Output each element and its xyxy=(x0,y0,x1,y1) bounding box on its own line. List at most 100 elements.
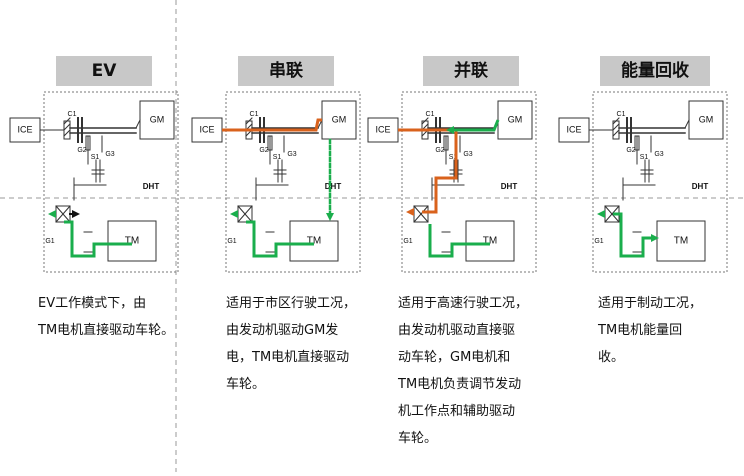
wheel-arrow-left xyxy=(230,210,238,218)
tm-label: TM xyxy=(674,236,688,247)
tm-drive-path xyxy=(246,220,314,258)
panel-title-series: 串联 xyxy=(238,56,334,86)
gm-assist-path xyxy=(452,119,500,132)
gm-label: GM xyxy=(508,114,523,124)
gm-label: GM xyxy=(332,114,347,124)
panel-desc-series: 适用于市区行驶工况， 由发动机驱动GM发 电，TM电机直接驱动 车轮。 xyxy=(226,290,356,398)
gm-box xyxy=(321,100,357,140)
damper-hatch xyxy=(63,129,71,137)
damper-hatch xyxy=(63,117,71,125)
desc-line: EV工作模式下，由 xyxy=(38,296,147,311)
panel-desc-regen: 适用于制动工况， TM电机能量回 收。 xyxy=(598,290,702,371)
diff-hatch xyxy=(55,205,71,223)
ice-label: ICE xyxy=(566,124,581,134)
desc-line: 适用于高速行驶工况， xyxy=(398,296,529,311)
diff-hatch xyxy=(237,205,253,223)
wheel-arrow-left xyxy=(597,210,605,218)
engine-to-gm-path xyxy=(222,118,322,132)
tm-label: TM xyxy=(125,236,139,247)
gm-label: GM xyxy=(699,114,714,124)
g1-label: G1 xyxy=(227,238,236,245)
damper-hatch xyxy=(421,117,429,125)
dht-boundary xyxy=(43,91,179,273)
regen-arrow xyxy=(651,234,659,242)
gm-box xyxy=(139,100,175,140)
desc-line: 由发动机驱动GM发 xyxy=(226,323,339,338)
damper-hatch xyxy=(612,117,620,125)
gm-shaft xyxy=(135,119,141,129)
panel-title-regen: 能量回收 xyxy=(600,56,710,86)
regen-path xyxy=(613,212,653,258)
s1-label: S1 xyxy=(640,154,649,161)
dht-boundary xyxy=(401,91,537,273)
diff-hatch xyxy=(604,205,620,223)
ice-box xyxy=(367,117,399,143)
desc-line: 车轮。 xyxy=(226,377,266,392)
g2-label: G2 xyxy=(626,147,635,154)
damper-hatch xyxy=(612,123,620,131)
dht-label: DHT xyxy=(325,182,342,191)
desc-line: 由发动机驱动直接驱 xyxy=(398,323,516,338)
desc-line: 动车轮，GM电机和 xyxy=(398,350,511,365)
wheel-arrow-left xyxy=(48,210,56,218)
dht-label: DHT xyxy=(143,182,160,191)
desc-line: 电，TM电机直接驱动 xyxy=(226,350,350,365)
tm-label: TM xyxy=(483,236,497,247)
g2-label: G2 xyxy=(259,147,268,154)
tm-drive-path xyxy=(64,220,132,258)
g3-label: G3 xyxy=(463,151,472,158)
g3-label: G3 xyxy=(105,151,114,158)
g2-label: G2 xyxy=(77,147,86,154)
desc-line: TM电机直接驱动车轮。 xyxy=(38,323,175,338)
tm-label: TM xyxy=(307,236,321,247)
wheel-arrow-right xyxy=(72,210,80,218)
tm-drive-path xyxy=(428,224,490,258)
ice-box xyxy=(558,117,590,143)
desc-line: TM电机负责调节发动 xyxy=(398,377,522,392)
s1-label: S1 xyxy=(91,154,100,161)
damper-hatch xyxy=(245,117,253,125)
g3-label: G3 xyxy=(287,151,296,158)
ice-label: ICE xyxy=(375,124,390,134)
panel-title-ev: EV xyxy=(56,56,152,86)
desc-line: 机工作点和辅助驱动 xyxy=(398,404,516,419)
ice-label: ICE xyxy=(199,124,214,134)
wheel-arrow-left xyxy=(406,208,414,216)
panel-title-parallel: 并联 xyxy=(423,56,519,86)
desc-line: 适用于制动工况， xyxy=(598,296,703,311)
dht-label: DHT xyxy=(692,182,709,191)
g3-label: G3 xyxy=(654,151,663,158)
c1-label: C1 xyxy=(250,111,259,118)
desc-line: TM电机能量回 xyxy=(598,323,683,338)
g1-label: G1 xyxy=(45,238,54,245)
g1-label: G1 xyxy=(403,238,412,245)
desc-line: 适用于市区行驶工况， xyxy=(226,296,357,311)
damper-hatch xyxy=(63,123,71,131)
tm-box xyxy=(289,220,339,262)
ice-label: ICE xyxy=(17,124,32,134)
panel-desc-parallel: 适用于高速行驶工况， 由发动机驱动直接驱 动车轮，GM电机和 TM电机负责调节发… xyxy=(398,290,528,452)
s1-label: S1 xyxy=(273,154,282,161)
gm-label: GM xyxy=(150,114,165,124)
desc-line: 收。 xyxy=(598,350,625,365)
g1-label: G1 xyxy=(594,238,603,245)
electric-arrow xyxy=(326,213,334,221)
gm-shaft xyxy=(684,119,690,129)
dht-label: DHT xyxy=(501,182,518,191)
desc-line: 车轮。 xyxy=(398,431,438,446)
ice-box xyxy=(191,117,223,143)
c1-label: C1 xyxy=(68,111,77,118)
gm-arrow xyxy=(446,126,454,134)
gm-box xyxy=(497,100,533,140)
tm-box xyxy=(107,220,157,262)
tm-box xyxy=(465,220,515,262)
dht-boundary xyxy=(225,91,361,273)
c1-label: C1 xyxy=(426,111,435,118)
g2-label: G2 xyxy=(435,147,444,154)
gm-box xyxy=(688,100,724,140)
c1-label: C1 xyxy=(617,111,626,118)
dht-boundary xyxy=(592,91,728,273)
tm-box xyxy=(656,220,706,262)
panel-desc-ev: EV工作模式下，由 TM电机直接驱动车轮。 xyxy=(38,290,174,344)
